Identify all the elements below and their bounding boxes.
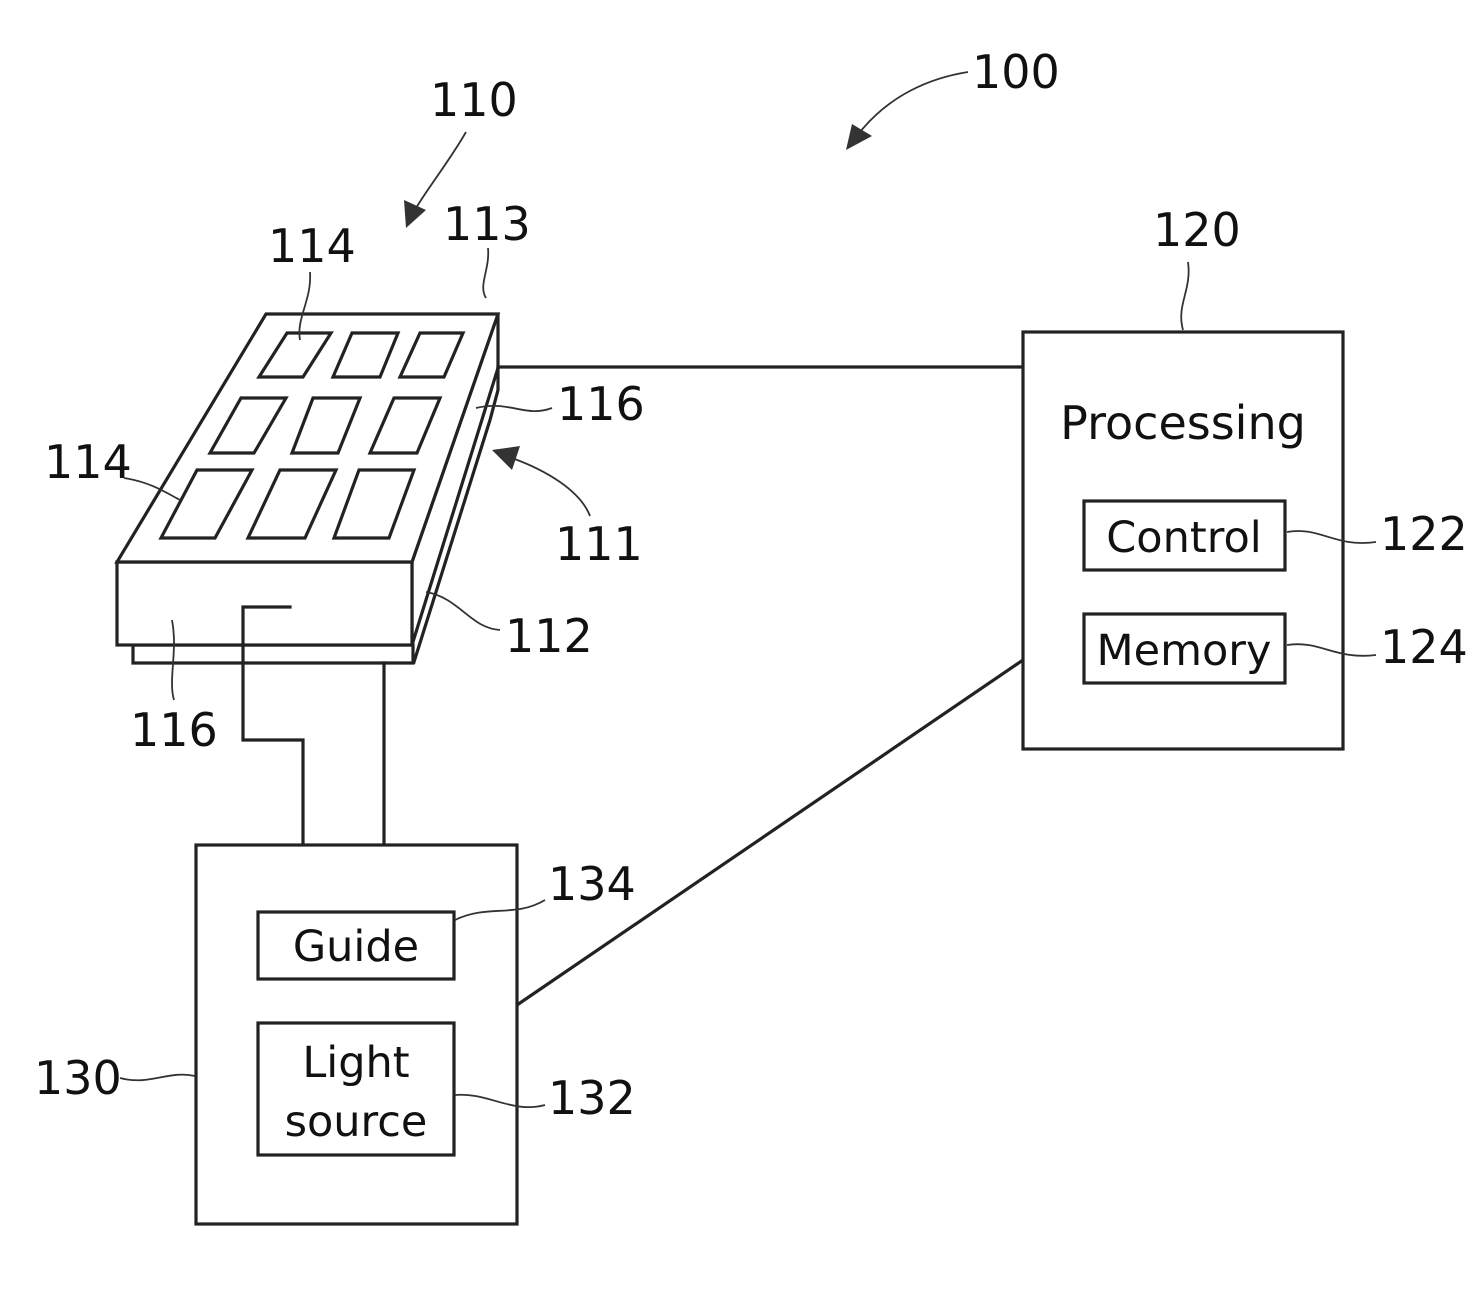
control-label: Control (1106, 513, 1261, 563)
light-source-label-line2: source (285, 1097, 428, 1147)
probe-ref-label: 110 (430, 73, 518, 127)
side-ref-leader-right (476, 406, 552, 411)
processing-ref-label: 120 (1153, 203, 1241, 257)
control-ref-label: 122 (1380, 507, 1468, 561)
light-unit-ref-leader (120, 1075, 195, 1081)
side-ref-label-right: 116 (557, 377, 645, 431)
system-ref-group: 100 (846, 45, 1060, 150)
surface-ref-leader (512, 458, 590, 516)
surface-ref-arrowhead (492, 446, 520, 470)
surface-ref-label: 111 (555, 517, 643, 571)
system-ref-arrow-line (860, 72, 968, 132)
light-source-label-line1: Light (302, 1038, 409, 1088)
system-ref-label: 100 (972, 45, 1060, 99)
light-unit: Guide Light source (196, 845, 517, 1224)
guide-label: Guide (293, 922, 419, 972)
memory-label: Memory (1097, 626, 1272, 676)
cell-ref-label-left: 114 (44, 435, 132, 489)
side-ref-label-bottom: 116 (130, 703, 218, 757)
processing-ref-leader (1181, 262, 1188, 330)
guide-ref-label: 134 (548, 857, 636, 911)
body-ref-label: 112 (505, 609, 593, 663)
processing-unit: Processing Control Memory (1023, 332, 1343, 749)
light-unit-to-processing-line (517, 660, 1023, 1005)
light-source-ref-label: 132 (548, 1071, 636, 1125)
system-ref-arrowhead (846, 124, 872, 150)
processing-label: Processing (1060, 396, 1306, 450)
light-unit-ref-label: 130 (34, 1051, 122, 1105)
probe-device (117, 314, 498, 663)
top-ref-leader (483, 248, 488, 298)
probe-ref-arrowhead (404, 200, 426, 228)
top-ref-label: 113 (443, 197, 531, 251)
body-ref-leader (426, 592, 500, 630)
cell-ref-label-top: 114 (268, 219, 356, 273)
probe-front-face (117, 562, 412, 645)
memory-ref-label: 124 (1380, 620, 1468, 674)
probe-base-plate (133, 645, 413, 663)
